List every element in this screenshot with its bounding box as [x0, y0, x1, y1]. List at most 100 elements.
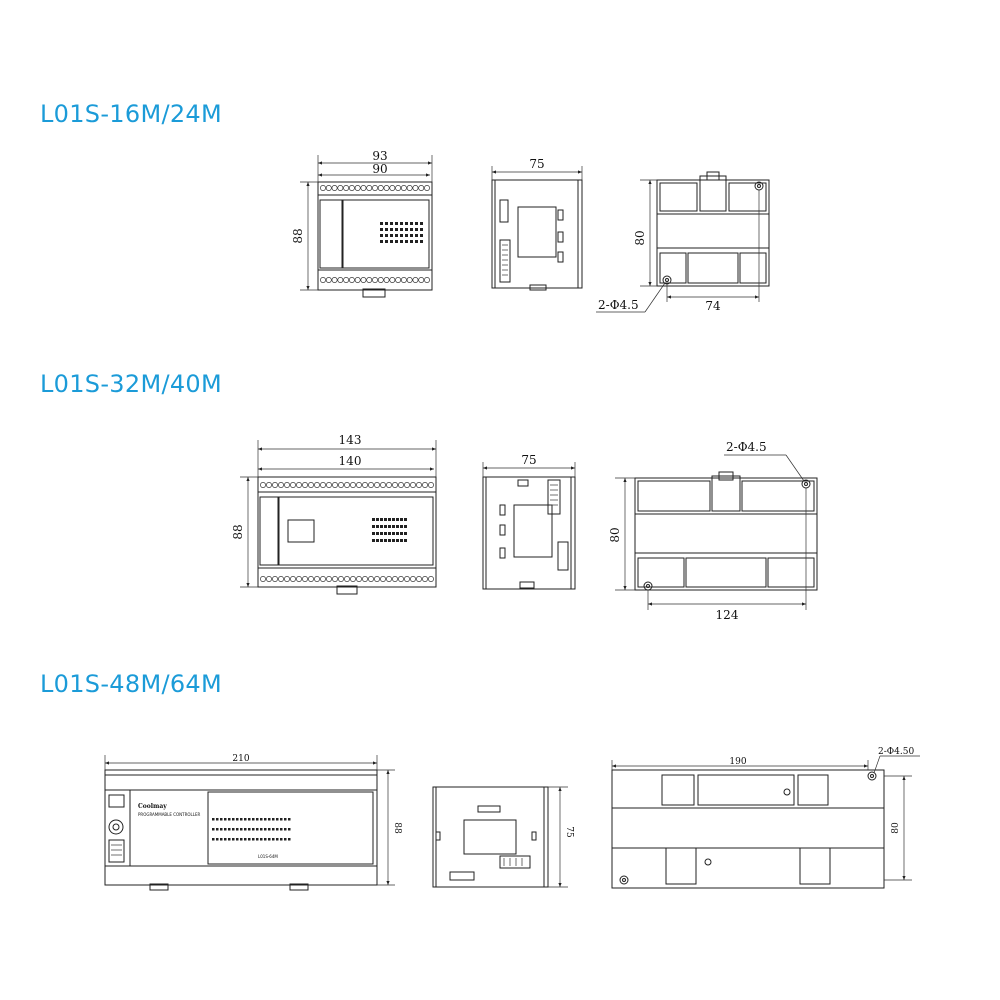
terminal-hole: [344, 482, 350, 488]
led-indicator: [380, 222, 383, 225]
terminal-hole: [416, 482, 422, 488]
dim-bottom-height: 80: [633, 230, 647, 245]
led-indicator: [400, 518, 403, 521]
led-indicator: [276, 838, 279, 841]
led-indicator: [410, 240, 413, 243]
terminal-hole: [284, 482, 290, 488]
side-view-48m: [432, 786, 549, 888]
terminal-hole: [383, 185, 390, 191]
led-indicator: [400, 234, 403, 237]
terminal-hole: [314, 482, 320, 488]
led-indicator: [384, 532, 387, 535]
terminal-hole: [343, 277, 350, 283]
led-indicator: [396, 518, 399, 521]
led-indicator: [224, 838, 227, 841]
led-indicator: [244, 828, 247, 831]
section-title-48m-64m: L01S-48M/64M: [40, 670, 222, 698]
terminal-hole: [326, 482, 332, 488]
terminal-hole: [338, 482, 344, 488]
terminal-hole: [424, 185, 430, 191]
led-indicator: [244, 818, 247, 821]
led-indicator: [380, 525, 383, 528]
terminal-hole: [314, 576, 320, 582]
terminal-hole: [368, 482, 374, 488]
product-subtitle: PROGRAMMABLE CONTROLLER: [138, 812, 200, 817]
led-indicator: [404, 525, 407, 528]
led-indicator: [284, 818, 287, 821]
led-indicator: [256, 818, 259, 821]
terminal-hole: [377, 277, 384, 283]
terminal-hole: [422, 576, 428, 582]
dim-hole-spacing: 74: [705, 299, 721, 313]
terminal-hole: [389, 277, 396, 283]
dim-depth: 75: [529, 157, 544, 171]
led-indicator: [415, 234, 418, 237]
led-indicator: [284, 828, 287, 831]
terminal-hole: [320, 185, 326, 191]
dim-width-outer: 93: [372, 149, 387, 163]
led-indicator: [252, 828, 255, 831]
led-indicator: [372, 539, 375, 542]
terminal-hole: [395, 277, 402, 283]
terminal-hole: [406, 277, 413, 283]
terminal-hole: [266, 576, 272, 582]
led-indicator: [385, 222, 388, 225]
terminal-hole: [356, 576, 362, 582]
terminal-hole: [374, 482, 380, 488]
led-indicator: [220, 828, 223, 831]
led-indicator: [216, 838, 219, 841]
led-indicator: [212, 818, 215, 821]
terminal-hole: [383, 277, 390, 283]
terminal-hole: [348, 185, 355, 191]
led-indicator: [392, 525, 395, 528]
led-indicator: [385, 240, 388, 243]
terminal-hole: [350, 482, 356, 488]
dim-width-inner: 90: [372, 162, 387, 176]
front-view-16m: [317, 181, 433, 298]
led-indicator: [415, 222, 418, 225]
dim-height: 88: [231, 524, 245, 539]
led-indicator: [420, 234, 423, 237]
terminal-hole: [337, 277, 344, 283]
terminal-hole: [362, 482, 368, 488]
terminal-hole: [348, 277, 355, 283]
led-indicator: [288, 838, 291, 841]
led-indicator: [232, 818, 235, 821]
led-indicator: [380, 234, 383, 237]
terminal-hole: [332, 482, 338, 488]
terminal-hole: [360, 277, 367, 283]
led-indicator: [392, 539, 395, 542]
terminal-hole: [296, 576, 302, 582]
terminal-hole: [380, 482, 386, 488]
terminal-hole: [400, 185, 407, 191]
led-indicator: [405, 240, 408, 243]
terminal-hole: [392, 576, 398, 582]
led-indicator: [276, 828, 279, 831]
led-indicator: [280, 838, 283, 841]
terminal-hole: [362, 576, 368, 582]
front-dimensions-32m: 143 140 88: [231, 433, 437, 588]
terminal-hole: [302, 482, 308, 488]
terminal-row-bottom: [260, 576, 434, 582]
led-indicator: [390, 240, 393, 243]
led-indicator: [400, 532, 403, 535]
section-title-16m-24m: L01S-16M/24M: [40, 100, 222, 128]
led-indicator: [404, 518, 407, 521]
terminal-hole: [412, 185, 419, 191]
terminal-hole: [360, 185, 367, 191]
dim-depth: 75: [564, 826, 574, 838]
led-indicator: [396, 539, 399, 542]
terminal-hole: [337, 185, 344, 191]
led-indicator: [260, 838, 263, 841]
led-indicator: [268, 818, 271, 821]
led-indicator: [400, 539, 403, 542]
terminal-hole: [410, 482, 416, 488]
led-indicator: [380, 518, 383, 521]
terminal-hole: [296, 482, 302, 488]
terminal-hole: [428, 482, 434, 488]
led-indicator: [216, 828, 219, 831]
terminal-hole: [320, 576, 326, 582]
led-indicator: [272, 818, 275, 821]
dim-bottom-height: 80: [891, 822, 901, 834]
